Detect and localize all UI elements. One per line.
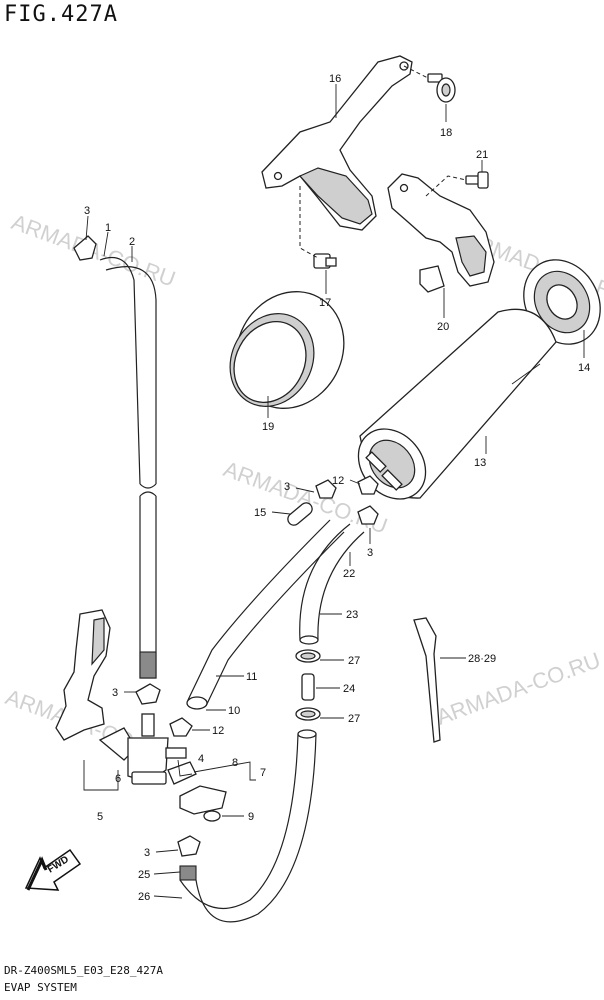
valve-part-4[interactable] (127, 713, 187, 785)
callout-27b: 27 (348, 713, 360, 725)
tie-part-28-29[interactable] (413, 617, 441, 743)
hose-part-23[interactable] (299, 523, 365, 645)
callout-5: 5 (97, 811, 103, 823)
callout-4: 4 (198, 753, 204, 765)
callout-23: 23 (346, 609, 358, 621)
callout-13: 13 (474, 457, 486, 469)
footer-title: EVAP SYSTEM (4, 981, 77, 994)
callout-19: 19 (262, 421, 274, 433)
callout-21: 21 (476, 149, 488, 161)
fwd-arrow-icon: FWD (24, 848, 82, 891)
callout-16: 16 (329, 73, 341, 85)
callout-3e: 3 (144, 847, 150, 859)
canister-part-13[interactable] (345, 308, 557, 512)
clamp-part-7-8[interactable] (167, 761, 227, 815)
connector-part-15[interactable] (285, 500, 314, 527)
clamp-part-3-canister-b[interactable] (357, 505, 379, 525)
callout-12b: 12 (212, 725, 224, 737)
hose-part-1[interactable] (99, 256, 157, 679)
callout-7: 7 (260, 767, 266, 779)
bracket-part-16[interactable] (261, 55, 413, 231)
joint-part-24[interactable] (301, 673, 315, 701)
callout-8: 8 (232, 757, 238, 769)
callout-12: 12 (332, 475, 344, 487)
clamp-part-3-bottom[interactable] (177, 835, 201, 857)
callout-18: 18 (440, 127, 452, 139)
clamp-part-3-canister-a[interactable] (315, 479, 337, 499)
bracket-part-20[interactable] (387, 173, 495, 293)
watermark-5: ARMADA-CO.RU (433, 647, 604, 729)
callout-25: 25 (138, 869, 150, 881)
clamp-part-27-top[interactable] (295, 649, 321, 663)
callout-2: 2 (129, 236, 135, 248)
mount-line-2 (425, 175, 467, 197)
callout-3d: 3 (112, 687, 118, 699)
bolt-part-18[interactable] (427, 73, 456, 103)
callout-26: 26 (138, 891, 150, 903)
callout-3: 3 (84, 205, 90, 217)
callout-10: 10 (228, 705, 240, 717)
hose-part-11[interactable] (186, 519, 345, 710)
mount-line-3 (403, 65, 429, 79)
footer-code: DR-Z400SML5_E03_E28_427A (4, 964, 163, 977)
callout-3b: 3 (284, 481, 290, 493)
clamp-part-12-canister[interactable] (357, 475, 379, 495)
callout-6: 6 (115, 773, 121, 785)
callout-22: 22 (343, 568, 355, 580)
callout-24: 24 (343, 683, 355, 695)
figure-title: FIG.427A (4, 2, 118, 27)
callout-9: 9 (248, 811, 254, 823)
callout-17: 17 (319, 297, 331, 309)
callout-14: 14 (578, 362, 590, 374)
clamp-part-27-bottom[interactable] (295, 707, 321, 721)
callout-27: 27 (348, 655, 360, 667)
clamp-part-12-lower[interactable] (169, 717, 193, 737)
clamp-part-3-top[interactable] (73, 235, 97, 261)
leader-lines (83, 84, 585, 899)
bolt-part-17[interactable] (313, 253, 337, 269)
bolt-part-21[interactable] (465, 171, 489, 189)
hose-part-26[interactable] (179, 729, 317, 923)
callout-3c: 3 (367, 547, 373, 559)
callout-labels: 3 1 2 16 18 21 17 20 14 19 13 3 12 15 3 … (84, 73, 590, 903)
ring-part-19[interactable] (214, 273, 364, 428)
screw-part-9[interactable] (203, 810, 221, 822)
mount-line-1 (299, 186, 319, 259)
callout-20: 20 (437, 321, 449, 333)
callout-1: 1 (105, 222, 111, 234)
callout-28-29: 28·29 (468, 653, 496, 665)
callout-15: 15 (254, 507, 266, 519)
clamp-part-3-mid[interactable] (135, 683, 161, 705)
callout-11: 11 (246, 671, 257, 683)
